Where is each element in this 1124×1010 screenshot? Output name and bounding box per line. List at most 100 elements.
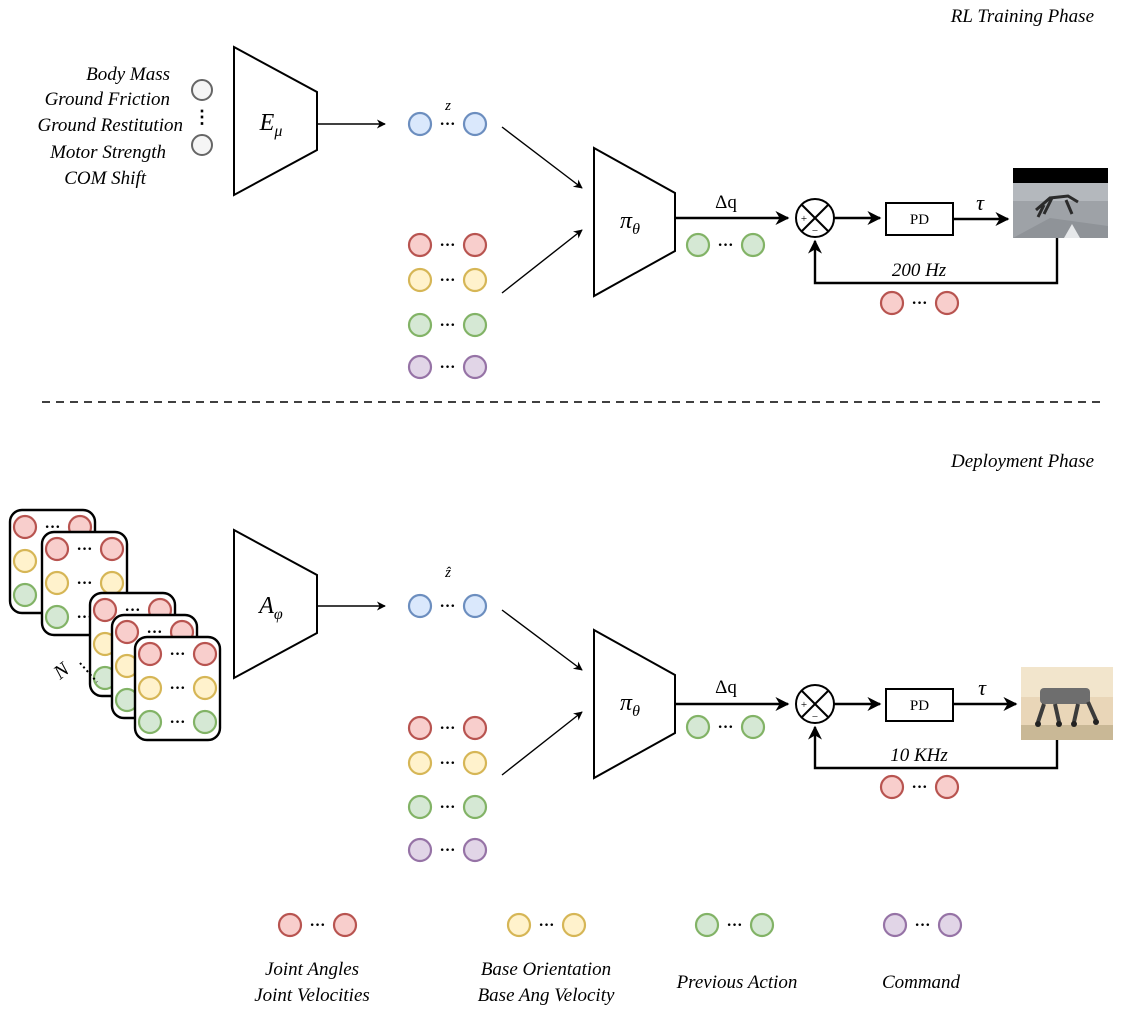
ellipsis: ···: [717, 719, 733, 736]
yellow-node-first: [407, 750, 433, 776]
obs-to-policy-arrow-deploy: [501, 711, 583, 776]
legend-joint-line2: Joint Velocities: [254, 985, 370, 1006]
blue-node-last: [462, 111, 488, 137]
history-base-nodes: ···: [44, 570, 125, 596]
red-node-first: [114, 619, 140, 645]
red-node-last: [462, 232, 488, 258]
purple-node-last: [462, 837, 488, 863]
latent-z-nodes: ···: [407, 111, 488, 137]
feedback-line-deployment: [808, 725, 1059, 770]
ellipsis: ···: [439, 842, 455, 859]
green-node-last: [462, 312, 488, 338]
env-params-list: Body Mass Ground Friction Ground Restitu…: [38, 64, 184, 189]
green-node-first: [44, 604, 70, 630]
legend-joint-nodes: ···: [277, 912, 358, 938]
yellow-node-first: [44, 570, 70, 596]
green-node-first: [12, 582, 38, 608]
env-param-body-mass: Body Mass: [86, 64, 170, 85]
yellow-node-first: [12, 548, 38, 574]
ellipsis: ···: [914, 917, 930, 934]
yellow-node-last: [99, 570, 125, 596]
ellipsis: ···: [717, 237, 733, 254]
history-count-label: N: [49, 657, 75, 684]
legend-base-nodes: ···: [506, 912, 587, 938]
latent-to-policy-arrow: [501, 126, 583, 189]
robot-real-icon: [1021, 667, 1113, 740]
legend-base-line2: Base Ang Velocity: [478, 985, 615, 1006]
env-param-vertical-ellipsis: ⋮: [193, 107, 211, 127]
ellipsis: ···: [439, 237, 455, 254]
red-node-first: [12, 514, 38, 540]
red-node-last: [934, 774, 960, 800]
pd-label-deployment: PD: [910, 698, 929, 714]
feedback-line-training: [808, 238, 1059, 285]
ellipsis: ···: [726, 917, 742, 934]
history-stack: ········································…: [8, 508, 222, 742]
obs-command-nodes-deploy: ···: [407, 837, 488, 863]
ellipsis: ···: [76, 575, 92, 592]
green-node-first: [407, 794, 433, 820]
svg-text:+: +: [801, 213, 807, 225]
history-prev-action-nodes: ···: [137, 709, 218, 735]
feedback-joint-nodes-training: ···: [879, 290, 960, 316]
purple-node-last: [462, 354, 488, 380]
obs-base-nodes-training: ···: [407, 267, 488, 293]
ellipsis: ···: [439, 272, 455, 289]
ellipsis: ···: [76, 609, 92, 626]
deployment-phase-title: Deployment Phase: [950, 451, 1094, 472]
rate-label-training: 200 Hz: [892, 260, 947, 281]
yellow-node-last: [462, 267, 488, 293]
obs-to-policy-arrow: [501, 229, 583, 294]
policy-label-deployment: πθ: [620, 690, 640, 720]
ellipsis: ···: [538, 917, 554, 934]
torque-label-training: τ: [976, 190, 985, 215]
green-node-first: [685, 714, 711, 740]
green-node-last: [192, 709, 218, 735]
red-node-last: [332, 912, 358, 938]
history-joint-nodes: ···: [12, 514, 93, 540]
red-node-last: [934, 290, 960, 316]
action-label-training: Δq: [715, 192, 737, 213]
node-pairs: ··· ··· ··· ··· ··· ··· ··· ··· ··· ··· ··· ··· ··· ·…: [277, 111, 963, 938]
obs-base-nodes-deploy: ···: [407, 750, 488, 776]
feedback-joint-nodes-deploy: ···: [879, 774, 960, 800]
red-node-first: [92, 597, 118, 623]
env-param-node-top: [191, 79, 213, 101]
yellow-node-first: [407, 267, 433, 293]
blue-node-first: [407, 111, 433, 137]
ellipsis: ···: [439, 755, 455, 772]
red-node-first: [879, 290, 905, 316]
history-base-nodes: ···: [137, 675, 218, 701]
ellipsis: ···: [911, 295, 927, 312]
svg-text:−: −: [812, 225, 818, 237]
red-node-first: [44, 536, 70, 562]
history-joint-nodes: ···: [137, 641, 218, 667]
blue-node-first: [407, 593, 433, 619]
env-param-motor-strength: Motor Strength: [49, 142, 166, 163]
purple-node-first: [407, 837, 433, 863]
history-joint-nodes: ···: [44, 536, 125, 562]
red-node-first: [137, 641, 163, 667]
blue-node-last: [462, 593, 488, 619]
adapter-label: Aφ: [257, 593, 283, 623]
yellow-node-first: [137, 675, 163, 701]
obs-joint-nodes-deploy: ···: [407, 715, 488, 741]
red-node-last: [99, 536, 125, 562]
legend-prev-action-nodes: ···: [694, 912, 775, 938]
obs-prev-action-nodes-deploy: ···: [407, 794, 488, 820]
env-param-com-shift: COM Shift: [64, 168, 147, 189]
policy-block-training: [593, 146, 676, 298]
action-nodes-training: ···: [685, 232, 766, 258]
ellipsis: ···: [169, 680, 185, 697]
training-phase-title: RL Training Phase: [950, 6, 1094, 27]
encoder-label: Eμ: [259, 110, 283, 140]
red-node-last: [462, 715, 488, 741]
ellipsis: ···: [439, 116, 455, 133]
ellipsis: ···: [439, 720, 455, 737]
history-frame-card: ··· ··· ···: [133, 635, 222, 742]
latent-to-policy-arrow-deploy: [501, 609, 583, 671]
legend: Joint Angles Joint Velocities Base Orien…: [254, 959, 960, 1006]
red-node-first: [407, 232, 433, 258]
summing-junction-training: + −: [795, 198, 835, 238]
